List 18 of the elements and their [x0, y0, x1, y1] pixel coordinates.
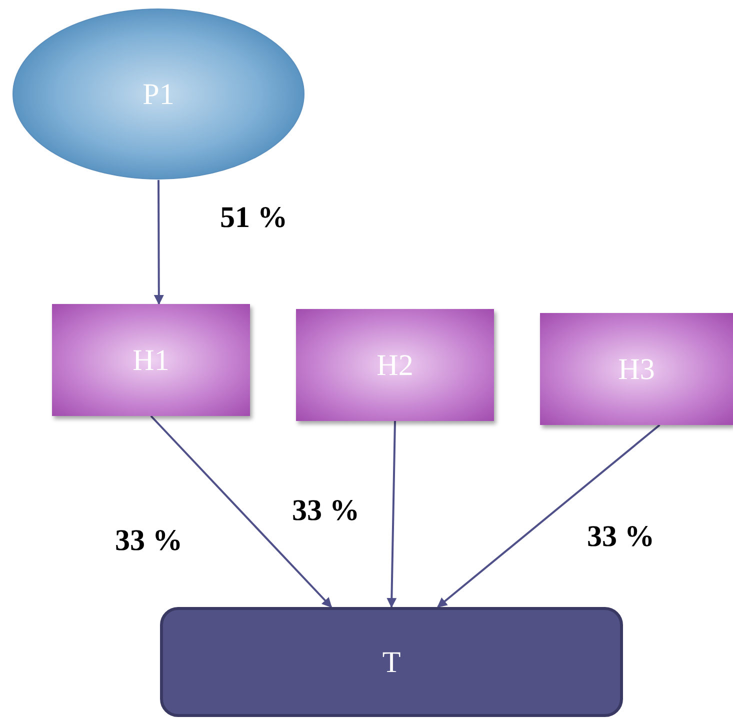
process-box	[52, 304, 250, 416]
edge-label: 33 %	[115, 523, 182, 559]
node-label: H2	[376, 348, 414, 384]
node-label: P1	[142, 76, 174, 112]
arrow	[154, 180, 164, 305]
process-box	[296, 309, 494, 421]
node-label: H3	[618, 352, 655, 388]
edge-label: 33 %	[587, 519, 654, 555]
process-box	[540, 313, 733, 425]
edge-label: 33 %	[292, 493, 360, 529]
arrow	[150, 415, 332, 608]
arrow	[386, 420, 397, 608]
rounded-box	[160, 607, 623, 717]
node-label: T	[382, 644, 401, 680]
edge-label: 51 %	[220, 200, 288, 236]
node-label: H1	[132, 342, 170, 378]
ellipse-node	[12, 8, 305, 180]
arrow	[437, 424, 660, 608]
